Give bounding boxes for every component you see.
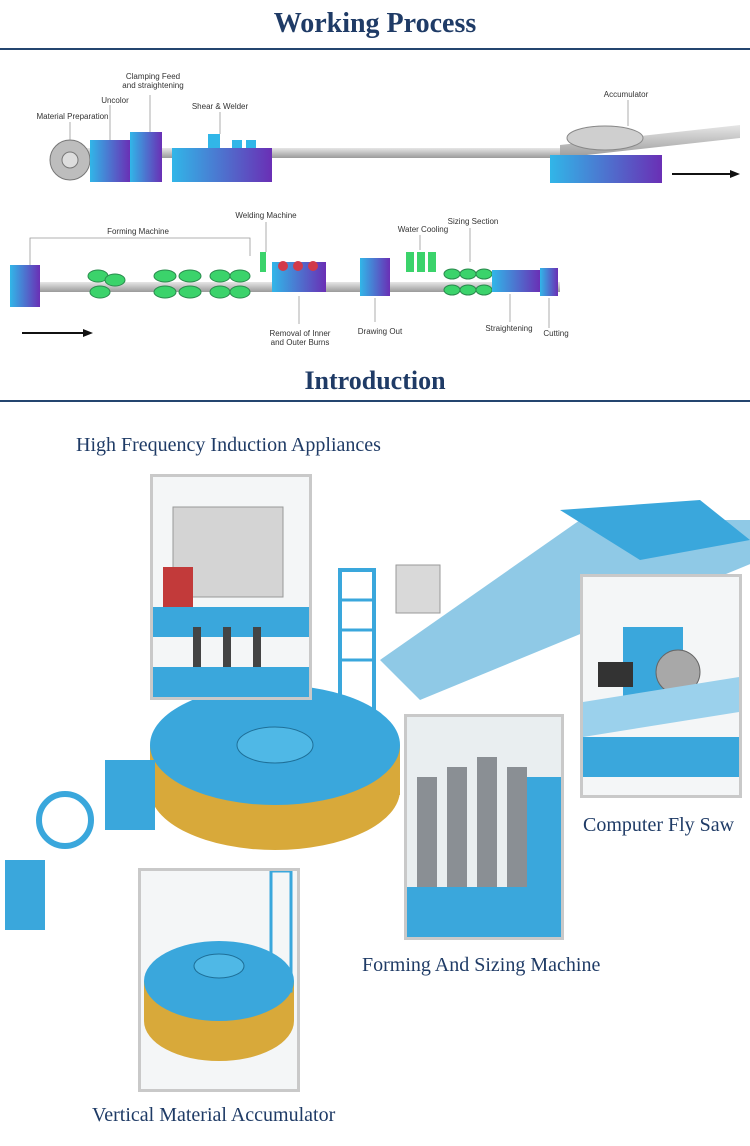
sizing-rollers	[443, 268, 493, 296]
line-bed	[380, 520, 750, 700]
accumulator-drum	[566, 125, 644, 151]
caption-fly-saw: Computer Fly Saw	[583, 814, 735, 836]
label-clamping-feed: Clamping Feed and straightening	[122, 72, 184, 90]
label-drawing-out: Drawing Out	[357, 327, 403, 336]
label-material-preparation: Material Preparation	[36, 112, 109, 121]
cutting-machine	[540, 268, 558, 296]
induction-cabinet	[395, 564, 441, 614]
label-straightening: Straightening	[485, 324, 533, 333]
caption-vertical-accumulator: Vertical Material Accumulator	[92, 1104, 336, 1126]
introduction-title: Introduction	[304, 366, 446, 395]
strip-row1	[60, 148, 580, 158]
process-diagram	[10, 95, 740, 337]
label-removal-burns: Removal of Inner and Outer Burns	[269, 329, 331, 347]
caption-forming-sizing: Forming And Sizing Machine	[362, 954, 601, 976]
inset-vertical-accumulator	[138, 868, 300, 1092]
shear-welder-machine	[172, 148, 272, 182]
caption-high-frequency: High Frequency Induction Appliances	[76, 434, 381, 456]
feeder-unit	[105, 760, 155, 830]
clamping-machine	[130, 132, 162, 182]
tower-frame	[338, 568, 376, 712]
working-process-rule	[0, 48, 750, 50]
inset-fly-saw	[580, 574, 742, 798]
uncoiler-stand	[5, 860, 45, 930]
label-cutting: Cutting	[543, 329, 569, 338]
label-shear-welder: Shear & Welder	[191, 102, 249, 111]
label-water-cooling: Water Cooling	[397, 225, 449, 234]
inset-forming-sizing	[404, 714, 564, 940]
water-cooling-tanks	[406, 252, 414, 272]
inset-high-frequency	[150, 474, 312, 700]
entry-block	[10, 265, 40, 307]
welding-unit	[260, 252, 266, 272]
label-welding-machine: Welding Machine	[235, 211, 297, 220]
forming-rollers	[87, 269, 251, 299]
runout-table	[560, 500, 750, 560]
straightening-machine	[492, 270, 540, 292]
label-uncolor: Uncolor	[101, 96, 129, 105]
drawing-out-machine	[360, 258, 390, 296]
uncoiler-ring	[36, 791, 94, 849]
working-process-title: Working Process	[273, 8, 477, 39]
uncolor-machine	[90, 140, 130, 182]
label-accumulator: Accumulator	[603, 90, 649, 99]
label-sizing-section: Sizing Section	[447, 217, 499, 226]
label-forming-machine: Forming Machine	[107, 227, 169, 236]
accumulator-base	[550, 155, 662, 183]
introduction-rule	[0, 400, 750, 402]
